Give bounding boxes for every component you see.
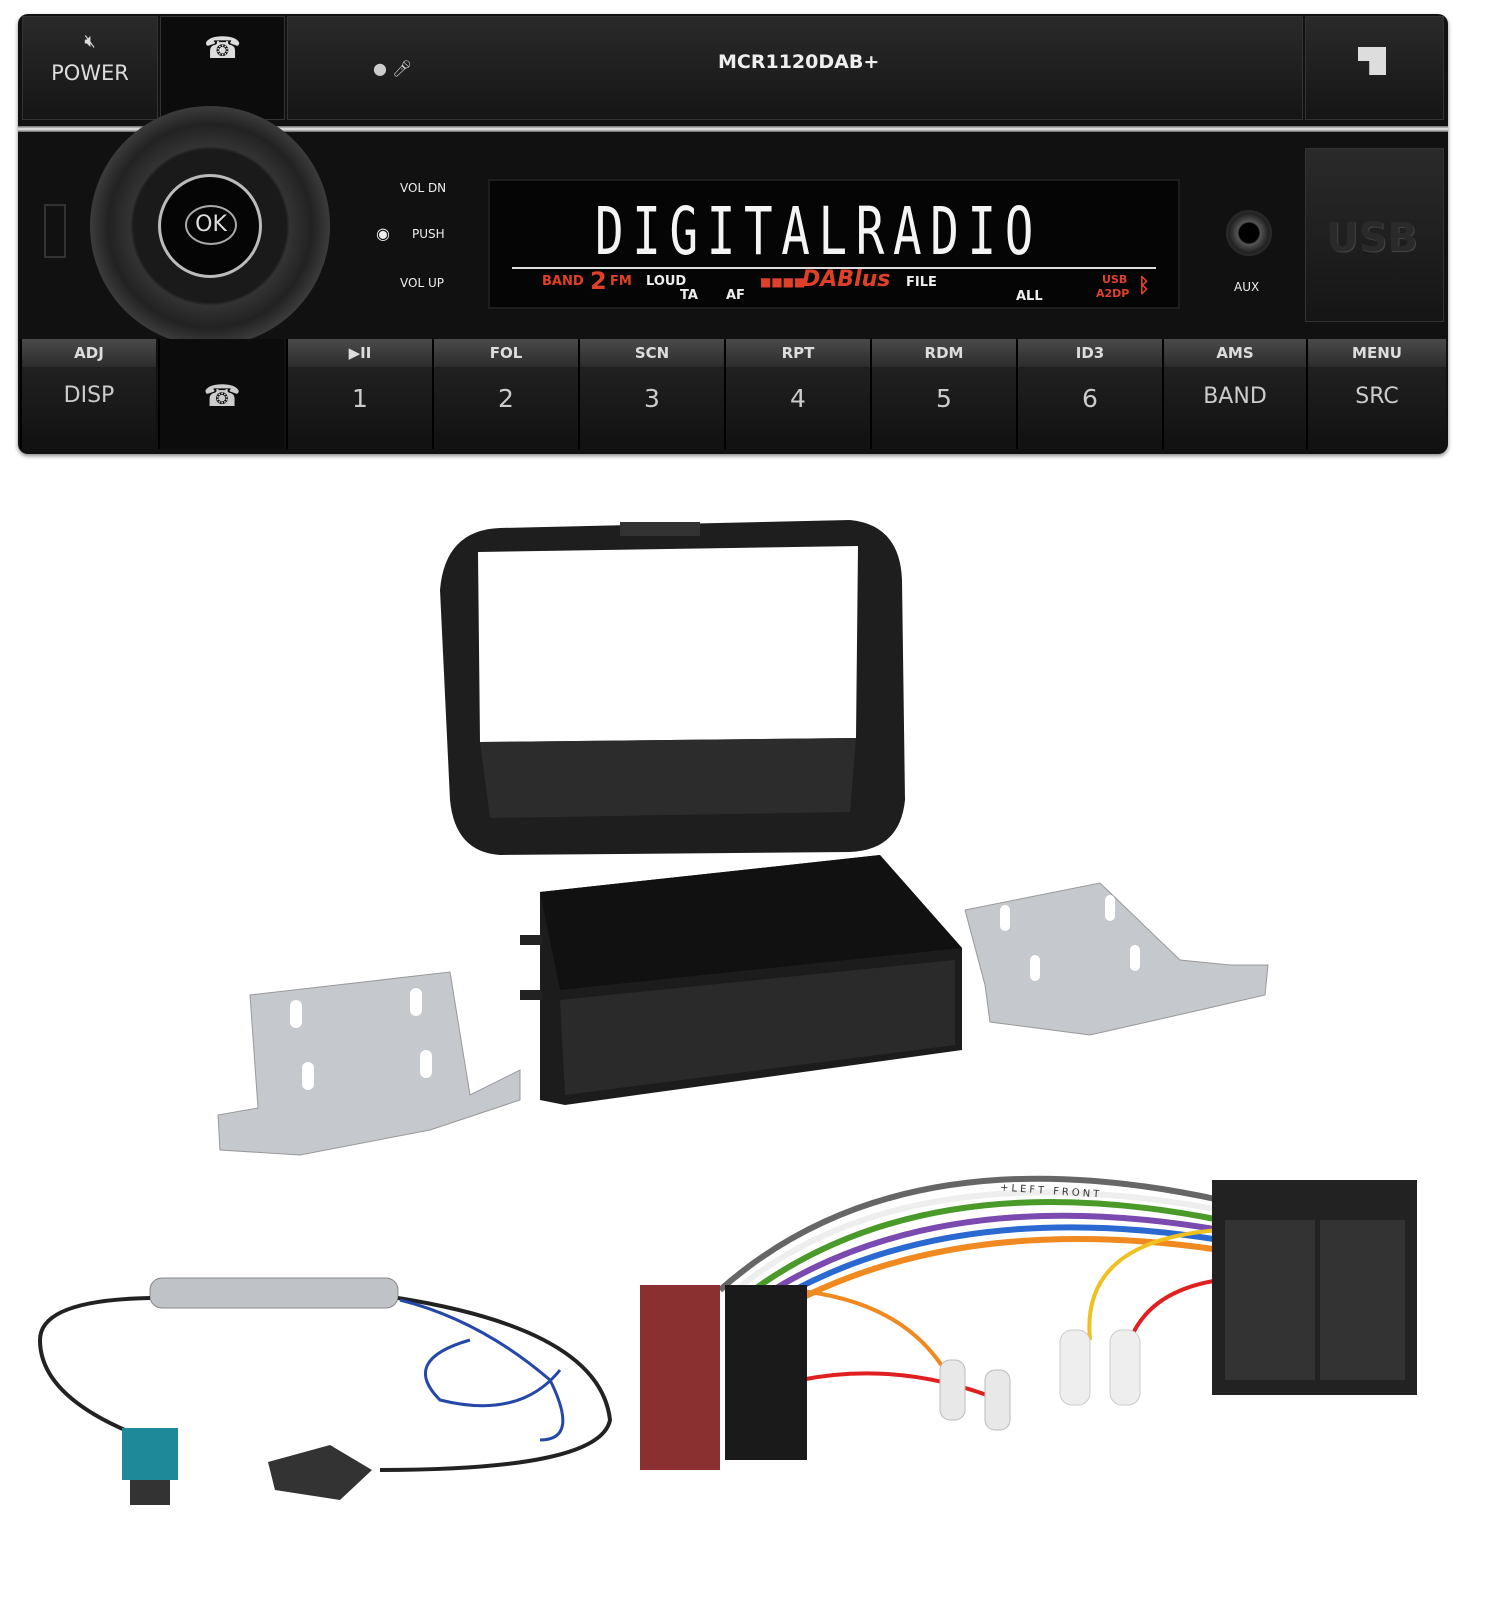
vol-up-label: VOL UP (400, 276, 444, 290)
vol-dn-label: VOL DN (400, 181, 447, 195)
display-main-text: DIGITALRADIO (595, 193, 1042, 270)
preset-3-button[interactable]: SCN 3 (578, 339, 724, 449)
display-underline (512, 267, 1156, 269)
band-button[interactable]: AMS BAND (1162, 339, 1306, 449)
aux-label: AUX (1234, 280, 1260, 294)
signal-bars-icon: ■■■■ (760, 275, 806, 289)
left-mounting-bracket (217, 971, 521, 1156)
microphone-icon: ● 🎤︎ (373, 59, 413, 78)
ok-label: OK (185, 205, 237, 245)
push-label: PUSH (412, 227, 445, 241)
fm-indicator: FM (610, 274, 632, 289)
all-indicator: ALL (1016, 289, 1043, 304)
preset-2-label: 2 (498, 384, 514, 413)
mute-icon: 🔇︎ (84, 31, 96, 52)
af-indicator: AF (726, 288, 745, 303)
antenna-adapter (37, 1277, 613, 1505)
preset-1-button[interactable]: ▶II 1 (286, 339, 432, 449)
adj-label: ADJ (22, 339, 156, 367)
fol-label: FOL (434, 339, 578, 367)
lcd-display: DIGITALRADIO BAND 2 FM LOUD TA AF ■■■■ D… (488, 179, 1180, 309)
usb-indicator: USB (1102, 273, 1128, 286)
top-faceplate: ● 🎤︎ MCR1120DAB+ (287, 16, 1303, 120)
logo-panel (1305, 16, 1444, 120)
bluetooth-icon: ᛒ (1138, 273, 1150, 297)
volume-knob[interactable]: OK (90, 106, 330, 346)
power-label: POWER (51, 61, 129, 85)
rdm-label: RDM (872, 339, 1016, 367)
dab-indicator: DABlus (802, 267, 891, 292)
preset-4-label: 4 (790, 384, 806, 413)
brand-logo-icon (1358, 47, 1386, 75)
car-radio: 🔇︎ POWER ☎︎ ● 🎤︎ MCR1120DAB+ OK VOL DN ◉… (18, 14, 1448, 454)
preset-4-button[interactable]: RPT 4 (724, 339, 870, 449)
file-indicator: FILE (906, 275, 937, 290)
phone-answer-button[interactable]: ☎︎ (160, 16, 285, 120)
wire-print-label: +LEFT FRONT (999, 1182, 1103, 1201)
preset-6-button[interactable]: ID3 6 (1016, 339, 1162, 449)
phone-hangup-icon: ☎︎ (203, 379, 241, 414)
card-slot (44, 204, 66, 258)
play-pause-label: ▶II (288, 339, 432, 367)
usb-port-cover[interactable]: USB (1305, 148, 1444, 322)
band-indicator: BAND (542, 274, 584, 289)
ok-button[interactable]: OK (158, 174, 262, 278)
preset-5-label: 5 (936, 384, 952, 413)
ta-indicator: TA (680, 288, 698, 303)
chrome-strip (18, 126, 1448, 132)
mounting-frame (440, 520, 905, 855)
src-button[interactable]: MENU SRC (1306, 339, 1446, 449)
phone-hangup-button[interactable]: ☎︎ (158, 339, 284, 449)
disp-label: DISP (63, 383, 115, 408)
scn-label: SCN (580, 339, 724, 367)
iso-wiring-harness (640, 1175, 1417, 1470)
preset-5-button[interactable]: RDM 5 (870, 339, 1016, 449)
preset-1-label: 1 (352, 384, 368, 413)
menu-label: MENU (1308, 339, 1446, 367)
preset-3-label: 3 (644, 384, 660, 413)
model-label: MCR1120DAB+ (718, 51, 880, 73)
band-label: BAND (1203, 384, 1267, 409)
preset-6-label: 6 (1082, 384, 1098, 413)
storage-pocket (520, 855, 962, 1105)
src-label: SRC (1355, 384, 1399, 409)
usb-label: USB (1326, 215, 1418, 261)
a2dp-indicator: A2DP (1096, 287, 1130, 300)
push-indicator-icon: ◉ (376, 224, 390, 243)
band-number: 2 (590, 267, 607, 295)
loud-indicator: LOUD (646, 274, 687, 289)
aux-jack[interactable] (1226, 210, 1272, 256)
power-button[interactable]: 🔇︎ POWER (22, 16, 158, 120)
right-mounting-bracket (964, 882, 1269, 1036)
preset-2-button[interactable]: FOL 2 (432, 339, 578, 449)
ams-label: AMS (1164, 339, 1306, 367)
phone-answer-icon: ☎︎ (203, 31, 242, 66)
id3-label: ID3 (1018, 339, 1162, 367)
rpt-label: RPT (726, 339, 870, 367)
disp-button[interactable]: ADJ DISP (20, 339, 156, 449)
